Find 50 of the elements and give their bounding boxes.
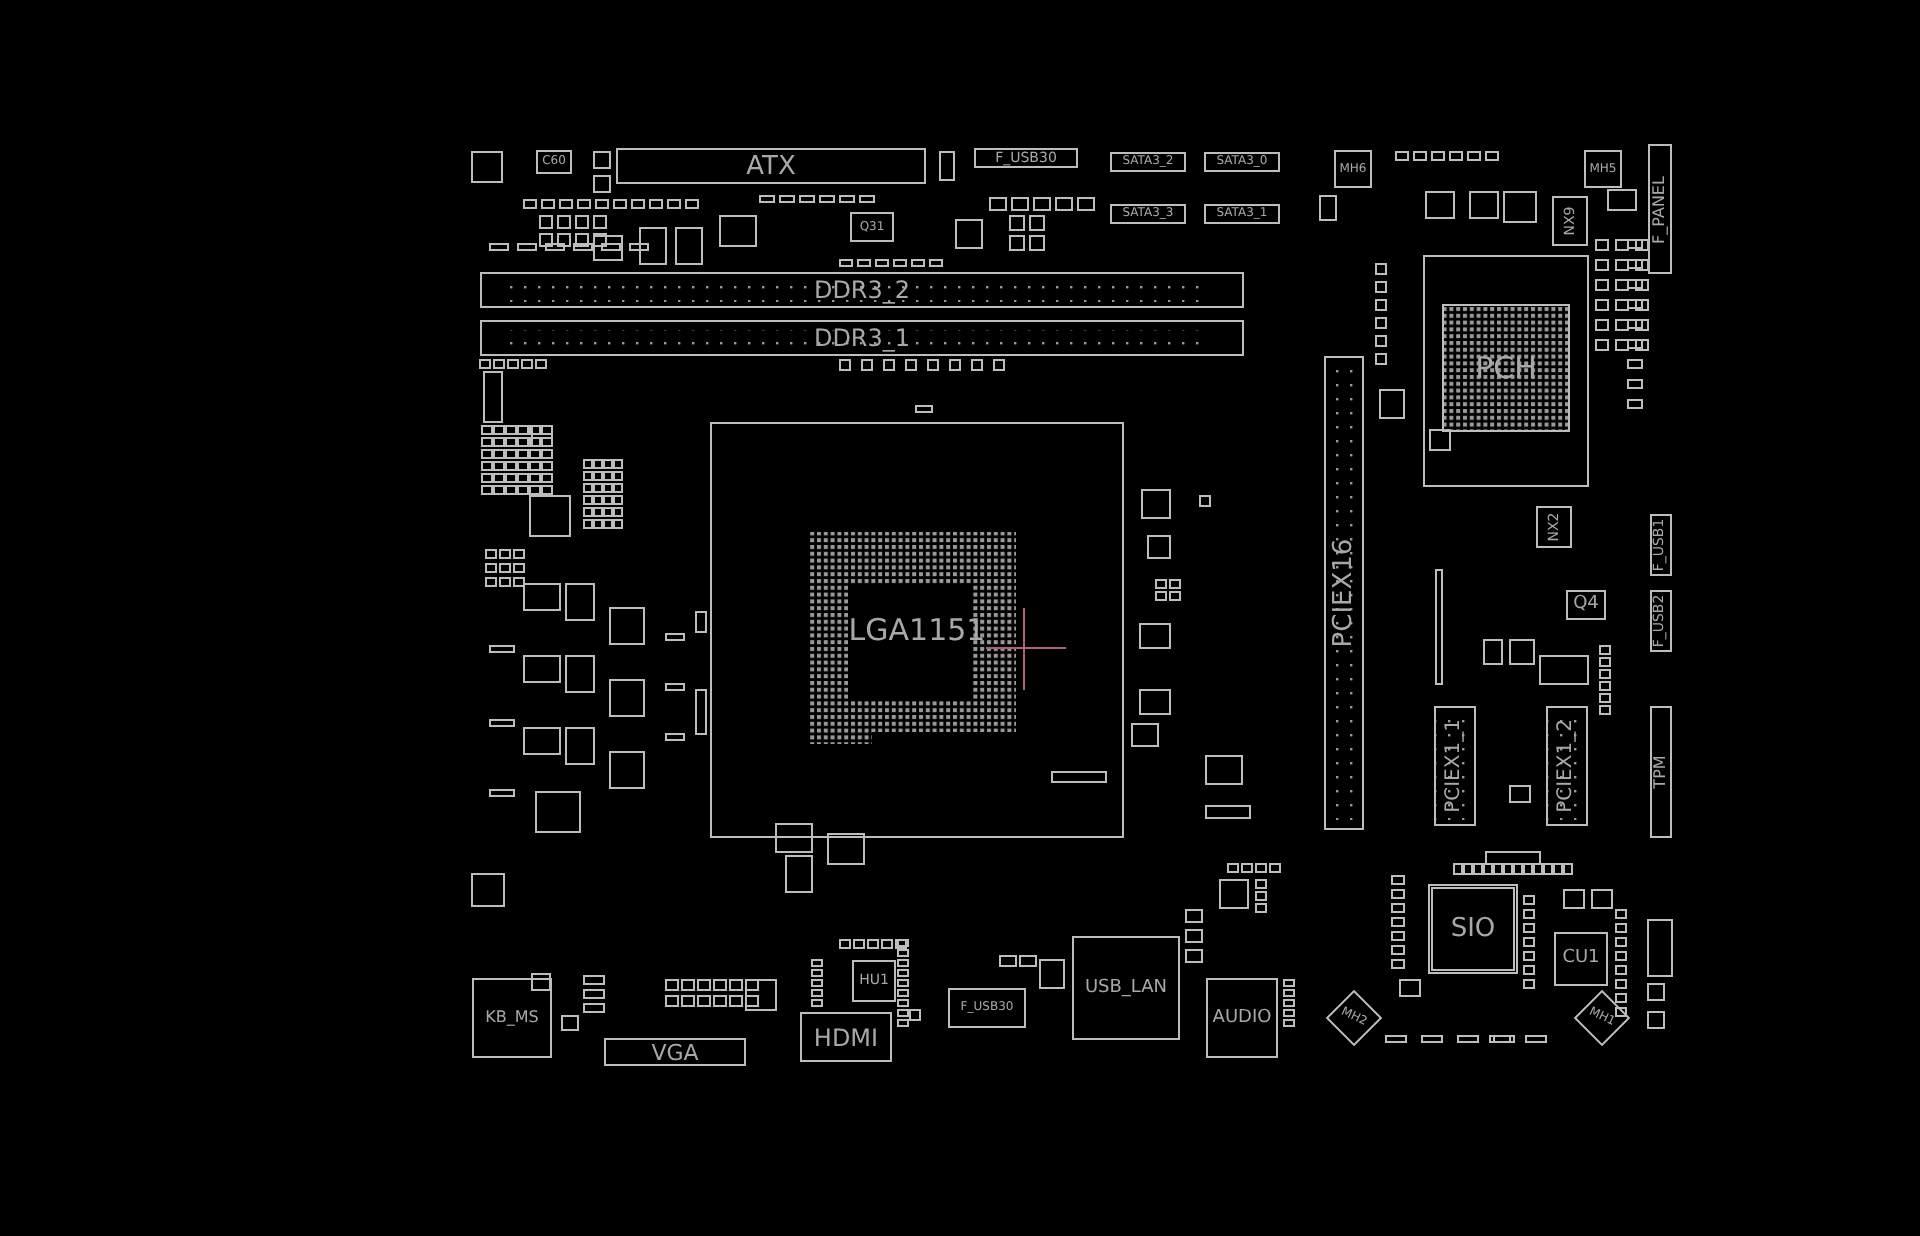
component-outline: [974, 148, 1078, 168]
part-label: PCIEX16: [1331, 538, 1357, 648]
component-outline: [472, 978, 552, 1058]
component-outline: [1566, 590, 1606, 620]
component-outline: [1110, 204, 1186, 224]
part-label: AUDIO: [1212, 1009, 1272, 1027]
part-label: TPM: [1653, 755, 1669, 789]
connector-outline: [1324, 356, 1364, 830]
component-outline: [604, 1038, 746, 1066]
component-outline: [850, 212, 894, 242]
component-outline: [1554, 932, 1608, 986]
part-label: HDMI: [813, 1025, 879, 1049]
component-outline: [948, 988, 1026, 1028]
connector-outline: [1648, 144, 1672, 274]
connector-outline: [1552, 196, 1588, 246]
chip-outline: [1442, 304, 1570, 432]
part-label: LGA1151: [848, 615, 986, 645]
chip-outline: [1428, 884, 1518, 974]
mounting-hole-outline: [1573, 989, 1631, 1047]
component-outline: [1584, 150, 1622, 188]
component-outline: [1110, 152, 1186, 172]
part-label: F_PANEL: [1652, 175, 1668, 243]
connector-outline: [1434, 706, 1476, 826]
part-label: DDR3_1: [813, 326, 911, 350]
component-outline: [1204, 204, 1280, 224]
component-outline: [1204, 152, 1280, 172]
component-outline: [1334, 150, 1372, 188]
connector-outline: [1546, 706, 1588, 826]
component-outline: [480, 272, 1244, 308]
component-outline: [1072, 936, 1180, 1040]
part-label: PCIEX1_2: [1557, 719, 1577, 813]
component-outline: [800, 1012, 892, 1062]
part-label: ATX: [746, 153, 796, 179]
connector-outline: [1650, 706, 1672, 838]
component-outline: [616, 148, 926, 184]
part-label: Q4: [1573, 596, 1599, 614]
part-label: DDR3_2: [813, 278, 911, 302]
component-outline: [1206, 978, 1278, 1058]
component-outline: [536, 150, 572, 174]
cpu-socket-outline: [710, 422, 1124, 838]
part-label: PCIEX1_1: [1445, 719, 1465, 813]
component-outline: [480, 320, 1244, 356]
part-label: VGA: [651, 1041, 699, 1063]
component-outline: [852, 960, 896, 1002]
part-label: USB_LAN: [1084, 979, 1168, 997]
connector-outline: [1536, 506, 1572, 548]
mounting-hole-outline: [1325, 989, 1383, 1047]
part-label: KB_MS: [485, 1010, 539, 1026]
part-label: SIO: [1450, 916, 1496, 942]
part-label: CU1: [1562, 950, 1600, 968]
